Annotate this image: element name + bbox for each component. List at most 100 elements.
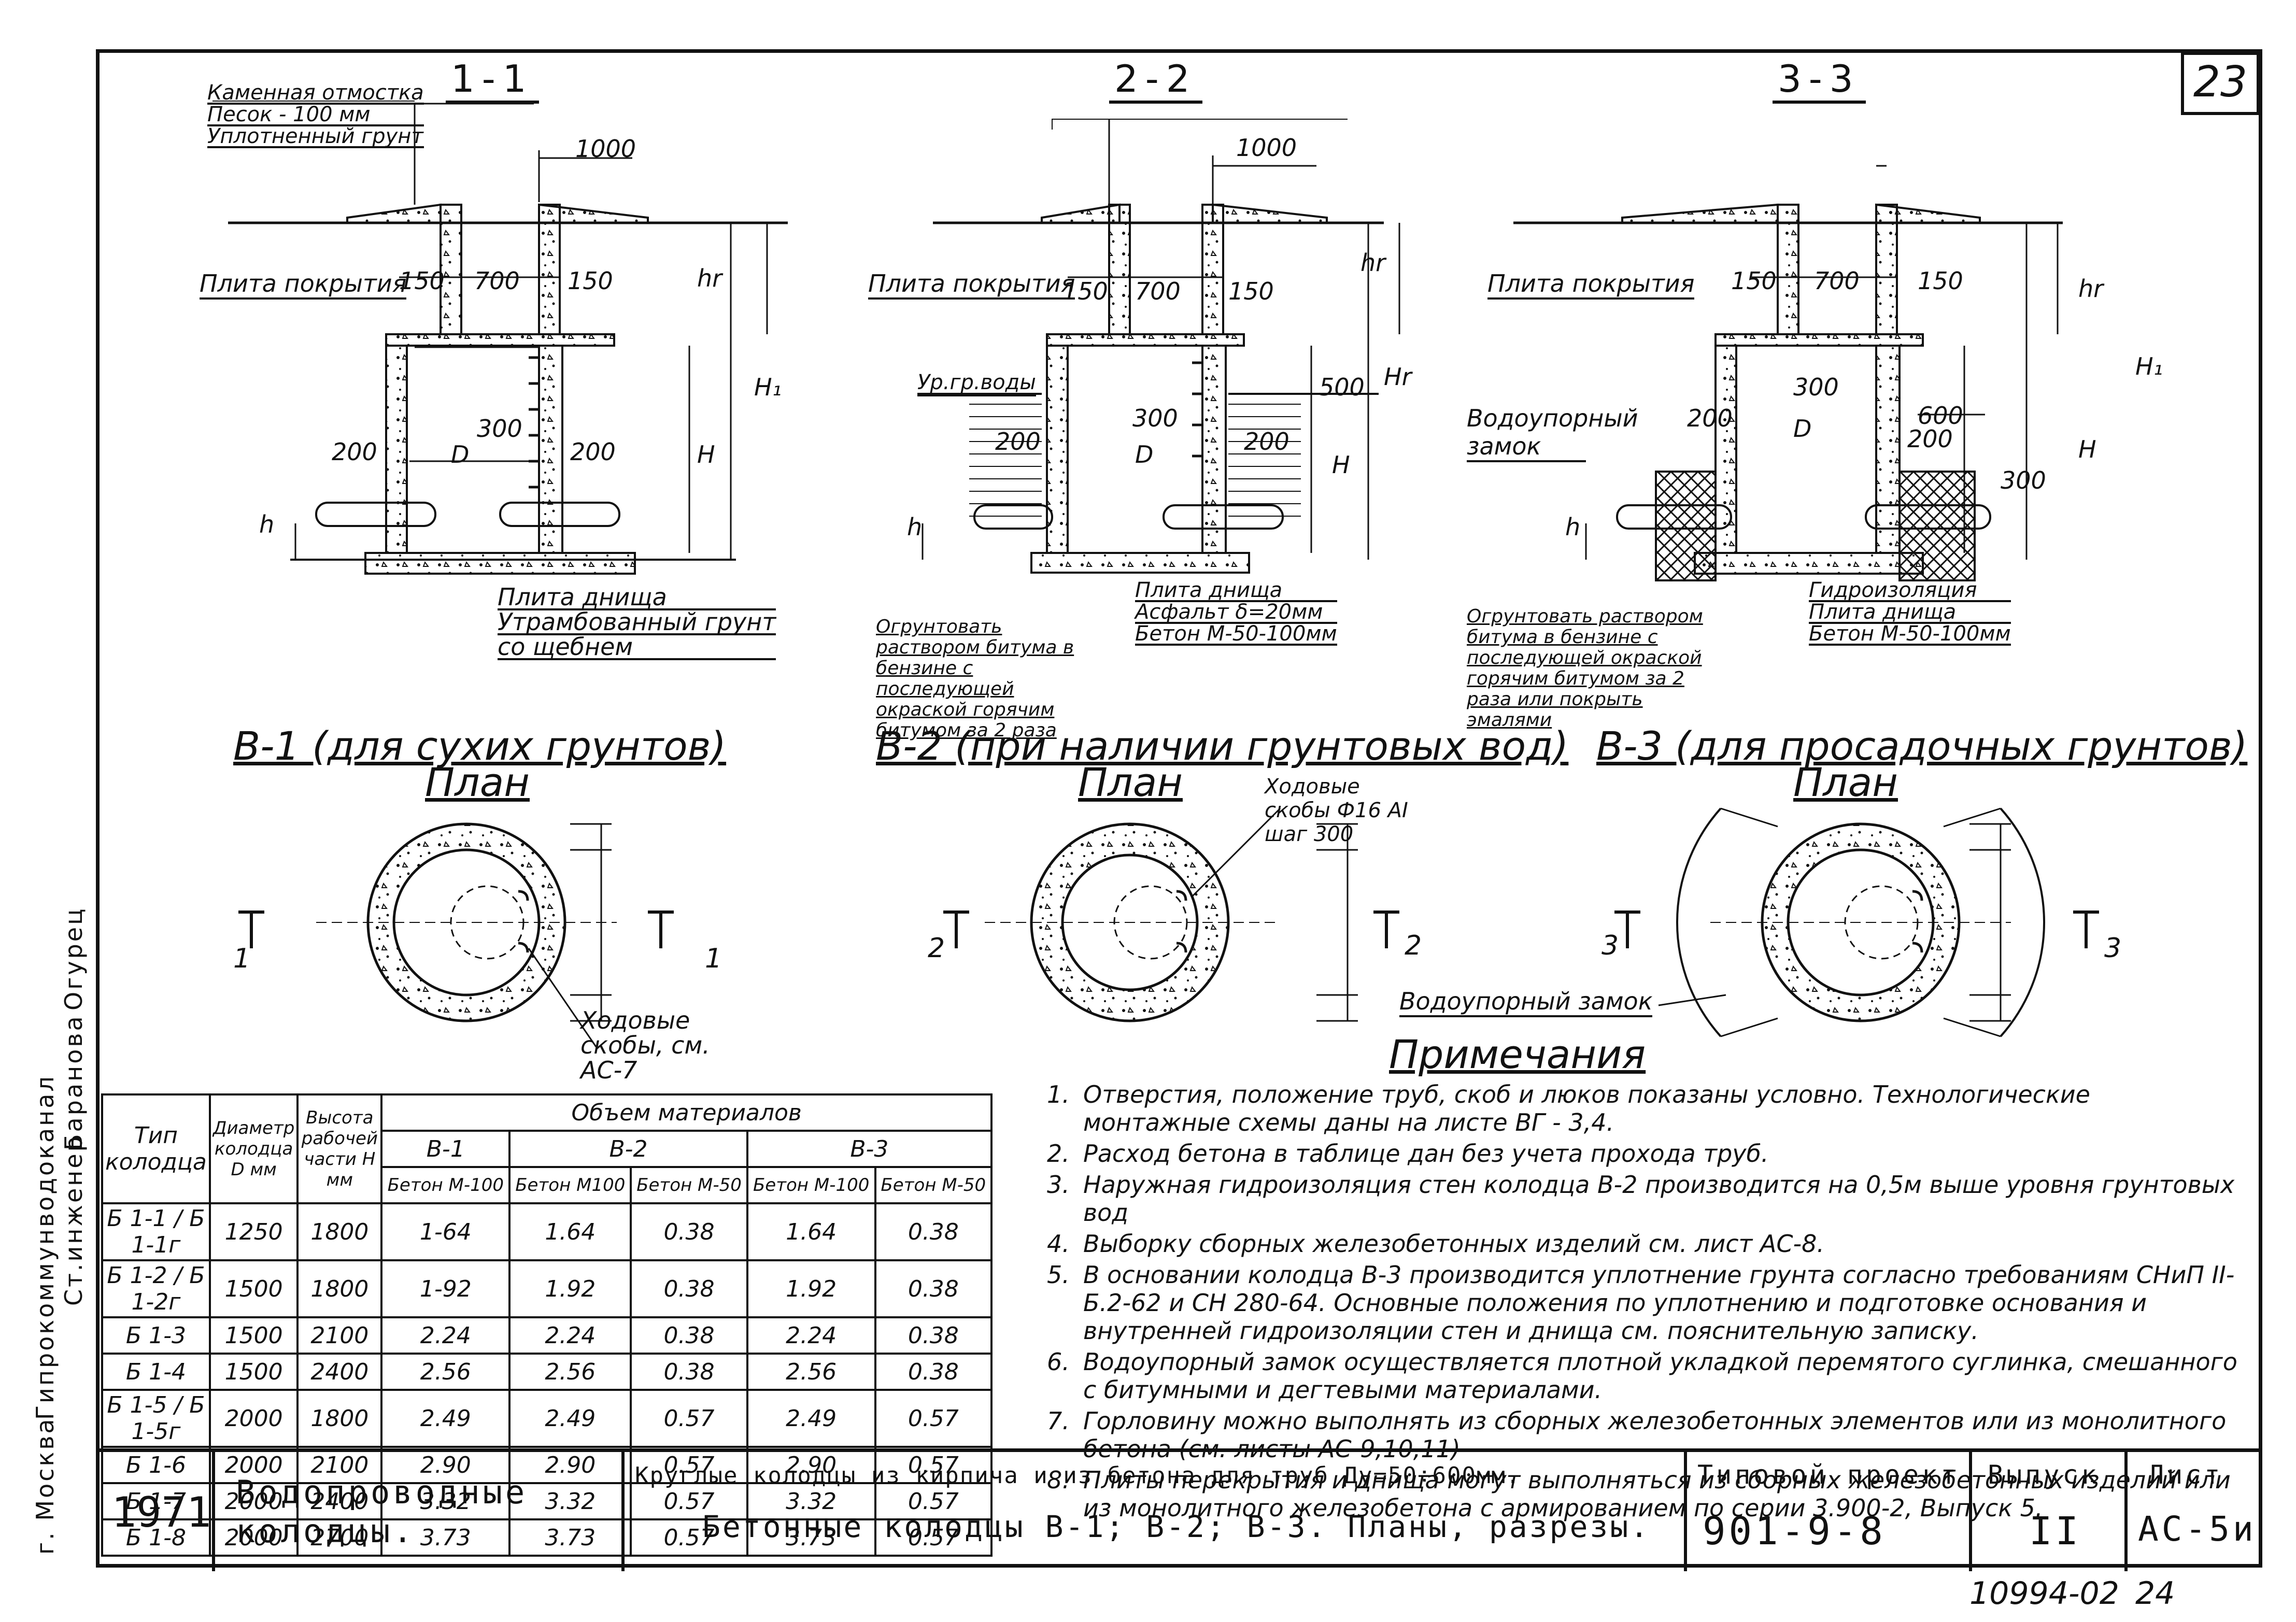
th-sub-3: Бетон М-50 bbox=[630, 1166, 748, 1204]
sec2-water-label: Ур.гр.воды bbox=[917, 371, 1036, 396]
cell-h: 2100 bbox=[296, 1316, 383, 1355]
cell-volume: 2.24 bbox=[380, 1316, 511, 1355]
th-sub-4: Бетон М-100 bbox=[746, 1166, 876, 1204]
cell-d: 1500 bbox=[208, 1259, 299, 1318]
stamp-year-cell: 1971 bbox=[96, 1452, 215, 1571]
dim-150-b: 150 bbox=[568, 267, 613, 295]
plan-sub-2: План bbox=[1078, 759, 1183, 805]
cell-volume: 0.38 bbox=[874, 1202, 993, 1261]
cell-volume: 0.57 bbox=[630, 1389, 748, 1448]
dim-1000-a: 1000 bbox=[575, 135, 636, 163]
plan-b1 bbox=[238, 822, 674, 1047]
sec3-cover-label: Плита покрытия bbox=[1487, 269, 1695, 300]
cell-volume: 0.57 bbox=[630, 1518, 748, 1557]
dim-H1-a: H₁ bbox=[754, 373, 782, 401]
cell-volume: 3.32 bbox=[746, 1482, 876, 1520]
cell-volume: 2.56 bbox=[746, 1353, 876, 1391]
cell-volume: 3.73 bbox=[746, 1518, 876, 1557]
section-1-1 bbox=[212, 101, 788, 575]
plan-sub-3: План bbox=[1793, 759, 1898, 805]
sections-drawing bbox=[212, 101, 2063, 581]
plan-sub-1: План bbox=[425, 759, 530, 805]
cell-volume: 0.38 bbox=[874, 1316, 993, 1355]
section-title-1: 1-1 bbox=[446, 57, 539, 104]
cell-type: Б 1-5 / Б 1-5г bbox=[101, 1389, 211, 1448]
note-item: 8.Плиты перекрытия и днища могут выполня… bbox=[1047, 1466, 2239, 1522]
stamp-name: Водопроводные колодцы. bbox=[236, 1473, 528, 1550]
plan1-callout: Ходовые скобы, см. АС-7 bbox=[580, 1006, 710, 1084]
cell-volume: 0.57 bbox=[874, 1389, 993, 1448]
dim-150-a: 150 bbox=[399, 267, 445, 295]
dim-200-f: 200 bbox=[1907, 425, 1953, 453]
note-item: 3. Наружная гидроизоляция стен колодца В-… bbox=[1047, 1171, 2239, 1227]
dim-300-b: 300 bbox=[1132, 404, 1178, 432]
th-group-b2: В-2 bbox=[508, 1130, 748, 1168]
dim-500: 500 bbox=[1319, 373, 1365, 401]
sec2-cover-label: Плита покрытия bbox=[868, 269, 1075, 300]
cell-type: Б 1-4 bbox=[101, 1353, 211, 1391]
note-item: 4.Выборку сборных железобетонных изделий… bbox=[1047, 1230, 2239, 1258]
plan-title-1: В-1 (для сухих грунтов) bbox=[233, 723, 727, 769]
cell-volume: 0.57 bbox=[630, 1446, 748, 1484]
cell-d: 1250 bbox=[208, 1202, 299, 1261]
plan2-callout: Ходовые скобы Ф16 АI шаг 300 bbox=[1265, 775, 1408, 846]
plan3-cut-left: 3 bbox=[1601, 930, 1619, 961]
note-item: 6.Водоупорный замок осуществляется плотн… bbox=[1047, 1348, 2239, 1404]
sec1-cover-label: Плита покрытия bbox=[200, 269, 407, 300]
th-sub-1: Бетон М-100 bbox=[380, 1166, 511, 1204]
cell-h: 1800 bbox=[296, 1389, 383, 1448]
cell-type: Б 1-6 bbox=[101, 1446, 211, 1484]
note-item: 5.В основании колодца В-3 производится у… bbox=[1047, 1261, 2239, 1345]
note-text: Наружная гидроизоляция стен колодца В-2 … bbox=[1083, 1171, 2235, 1227]
stamp-issue-label: Выпуск bbox=[1988, 1460, 2100, 1490]
th-diam: Диаметр колодца D мм bbox=[208, 1093, 299, 1204]
cell-h: 2400 bbox=[296, 1482, 383, 1520]
dim-300-d: 300 bbox=[2001, 466, 2046, 494]
cell-d: 2000 bbox=[208, 1482, 299, 1520]
note-number: 3. bbox=[1047, 1171, 1070, 1199]
cell-type: Б 1-1 / Б 1-1г bbox=[101, 1202, 211, 1261]
stamp-proj-label: Типовой проект bbox=[1697, 1460, 1960, 1490]
cell-volume: 0.38 bbox=[874, 1353, 993, 1391]
note-number: 2. bbox=[1047, 1140, 1070, 1168]
th-sub-2: Бетон М100 bbox=[508, 1166, 632, 1204]
cell-type: Б 1-2 / Б 1-2г bbox=[101, 1259, 211, 1318]
dim-1000-b: 1000 bbox=[1236, 134, 1297, 162]
dim-h-a: h bbox=[259, 510, 275, 538]
notes-block: Примечания 1.Отверстия, положение труб, … bbox=[1047, 1031, 2239, 1522]
plans-drawing bbox=[238, 807, 2099, 1047]
cell-volume: 1-92 bbox=[380, 1259, 511, 1318]
dim-700-c: 700 bbox=[1814, 267, 1860, 295]
note-text: Выборку сборных железобетонных изделий с… bbox=[1083, 1230, 1825, 1258]
materials-table: Тип колодца Диаметр колодца D мм Высота … bbox=[101, 1093, 993, 1557]
section-2-2 bbox=[917, 119, 1400, 574]
drawing-frame bbox=[96, 49, 2262, 1568]
side-dept: Гипрокоммунводоканал bbox=[31, 1074, 59, 1420]
sec3-bottom-labels: Гидроизоляция Плита днища Бетон М-50-100… bbox=[1809, 578, 2011, 646]
note-item: 2. Расход бетона в таблице дан без учета … bbox=[1047, 1140, 2239, 1168]
note-text: Плиты перекрытия и днища могут выполнять… bbox=[1083, 1466, 2231, 1522]
cell-volume: 0.38 bbox=[630, 1202, 748, 1261]
note-text: Расход бетона в таблице дан без учета пр… bbox=[1083, 1140, 1769, 1168]
dim-150-e: 150 bbox=[1731, 267, 1777, 295]
cell-d: 2000 bbox=[208, 1518, 299, 1557]
dim-200-e: 200 bbox=[1687, 404, 1733, 432]
cell-volume: 0.57 bbox=[874, 1482, 993, 1520]
sec3-left-labels: Огрунтовать раствором битума в бензине с… bbox=[1467, 606, 1703, 731]
dim-200-c: 200 bbox=[995, 428, 1041, 456]
cell-volume: 2.24 bbox=[508, 1316, 632, 1355]
sec3-lock-label: Водоупорный замок bbox=[1467, 404, 1638, 462]
notes-list: 1.Отверстия, положение труб, скоб и люко… bbox=[1047, 1080, 2239, 1522]
cell-h: 1800 bbox=[296, 1202, 383, 1261]
sheet-number: 23 bbox=[2181, 52, 2260, 115]
th-group-b1: В-1 bbox=[380, 1130, 511, 1168]
sec2-bottom-labels: Плита днища Асфальт δ=20мм Бетон М-50-10… bbox=[1135, 578, 1337, 646]
stamp-name-cell: Водопроводные колодцы. bbox=[215, 1452, 625, 1571]
dim-150-d: 150 bbox=[1228, 277, 1274, 305]
cell-volume: 1.64 bbox=[746, 1202, 876, 1261]
dim-Hr-b: Hr bbox=[1384, 363, 1412, 391]
